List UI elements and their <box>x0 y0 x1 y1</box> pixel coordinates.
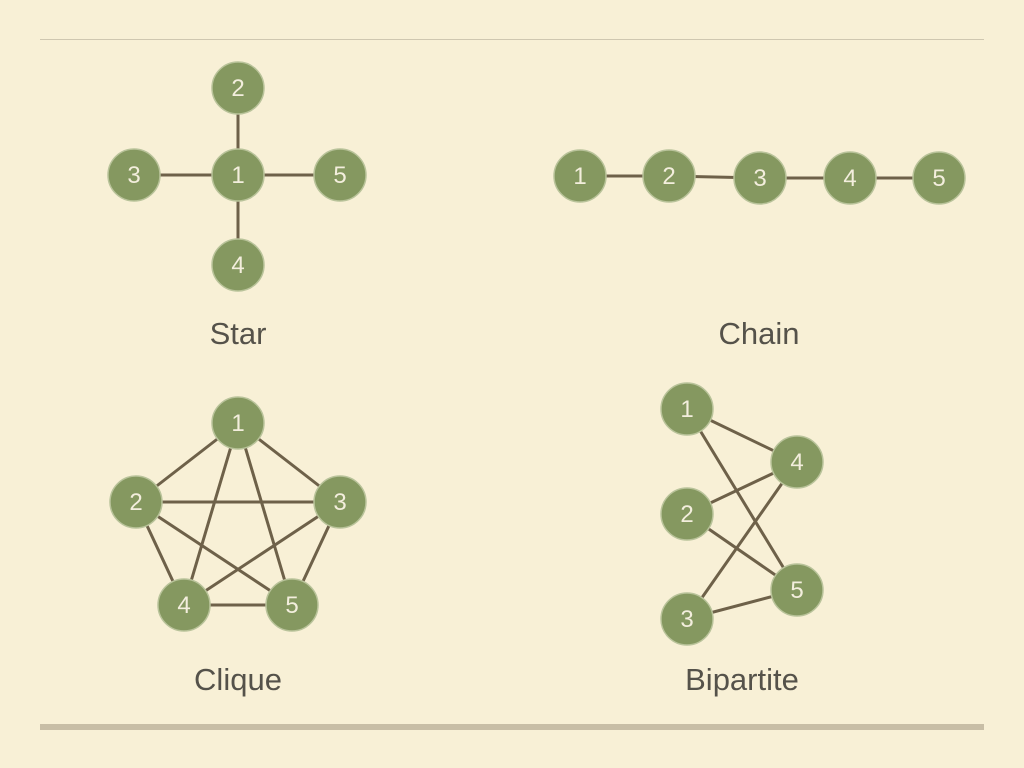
star-nodes: 1 2 3 4 5 <box>107 61 367 292</box>
star-node-circle-2 <box>211 61 265 115</box>
bipartite-node-label-3: 3 <box>680 606 693 633</box>
chain-node-3: 3 <box>733 151 787 205</box>
clique-node-5: 5 <box>265 578 319 632</box>
star-node-4: 4 <box>211 238 265 292</box>
bipartite-node-label-4: 4 <box>790 449 803 476</box>
clique-nodes: 1 2 3 4 5 <box>109 396 367 632</box>
chain-node-label-4: 4 <box>843 165 856 192</box>
chain-node-label-2: 2 <box>662 163 675 190</box>
graph-clique: 1 2 3 4 5 Clique <box>109 396 367 697</box>
bipartite-nodes: 1 2 3 4 5 <box>660 382 824 646</box>
star-node-1: 1 <box>211 148 265 202</box>
star-title: Star <box>210 316 267 351</box>
clique-edges <box>134 421 342 607</box>
bipartite-node-circle-3 <box>660 592 714 646</box>
chain-node-4: 4 <box>823 151 877 205</box>
clique-title: Clique <box>194 662 282 697</box>
clique-edge-1-4 <box>182 421 240 607</box>
clique-node-label-5: 5 <box>285 592 298 619</box>
chain-node-circle-1 <box>553 149 607 203</box>
clique-node-label-2: 2 <box>129 489 142 516</box>
star-node-label-4: 4 <box>231 252 244 279</box>
clique-node-circle-5 <box>265 578 319 632</box>
chain-node-circle-2 <box>642 149 696 203</box>
clique-node-1: 1 <box>211 396 265 450</box>
bipartite-node-circle-2 <box>660 487 714 541</box>
star-node-label-1: 1 <box>231 162 244 189</box>
bipartite-node-circle-4 <box>770 435 824 489</box>
bipartite-node-1: 1 <box>660 382 714 436</box>
bipartite-edge-3-4 <box>685 460 799 621</box>
chain-node-1: 1 <box>553 149 607 203</box>
bipartite-edge-1-5 <box>685 407 799 592</box>
bipartite-node-2: 2 <box>660 487 714 541</box>
clique-edge-2-5 <box>134 500 294 607</box>
chain-title: Chain <box>719 316 800 351</box>
star-node-label-5: 5 <box>333 162 346 189</box>
bipartite-node-label-2: 2 <box>680 501 693 528</box>
clique-node-2: 2 <box>109 475 163 529</box>
clique-edge-3-4 <box>182 500 342 607</box>
clique-node-label-3: 3 <box>333 489 346 516</box>
chain-nodes: 1 2 3 4 5 <box>553 149 966 205</box>
chain-node-label-5: 5 <box>932 165 945 192</box>
star-node-5: 5 <box>313 148 367 202</box>
star-node-circle-1 <box>211 148 265 202</box>
clique-node-3: 3 <box>313 475 367 529</box>
bipartite-node-5: 5 <box>770 563 824 617</box>
bipartite-node-label-5: 5 <box>790 577 803 604</box>
clique-node-label-1: 1 <box>231 410 244 437</box>
clique-node-4: 4 <box>157 578 211 632</box>
clique-edge-1-5 <box>236 421 294 607</box>
bipartite-node-label-1: 1 <box>680 396 693 423</box>
star-node-label-3: 3 <box>127 162 140 189</box>
clique-node-circle-2 <box>109 475 163 529</box>
star-node-label-2: 2 <box>231 75 244 102</box>
clique-node-circle-4 <box>157 578 211 632</box>
chain-node-label-1: 1 <box>573 163 586 190</box>
clique-node-label-4: 4 <box>177 592 190 619</box>
chain-node-label-3: 3 <box>753 165 766 192</box>
bipartite-title: Bipartite <box>685 662 799 697</box>
star-node-2: 2 <box>211 61 265 115</box>
bottom-divider <box>40 724 984 730</box>
top-divider <box>40 39 984 40</box>
clique-node-circle-3 <box>313 475 367 529</box>
chain-node-5: 5 <box>912 151 966 205</box>
star-node-3: 3 <box>107 148 161 202</box>
chain-node-circle-4 <box>823 151 877 205</box>
chain-node-circle-3 <box>733 151 787 205</box>
chain-node-2: 2 <box>642 149 696 203</box>
graph-star: 1 2 3 4 5 Star <box>107 61 367 351</box>
star-node-circle-5 <box>313 148 367 202</box>
chain-node-circle-5 <box>912 151 966 205</box>
bipartite-node-circle-1 <box>660 382 714 436</box>
bipartite-node-4: 4 <box>770 435 824 489</box>
bipartite-node-3: 3 <box>660 592 714 646</box>
bipartite-node-circle-5 <box>770 563 824 617</box>
star-node-circle-4 <box>211 238 265 292</box>
graph-bipartite: 1 2 3 4 5 Bipartite <box>660 382 824 697</box>
clique-node-circle-1 <box>211 396 265 450</box>
graph-chain: 1 2 3 4 5 Chain <box>553 149 966 351</box>
star-node-circle-3 <box>107 148 161 202</box>
